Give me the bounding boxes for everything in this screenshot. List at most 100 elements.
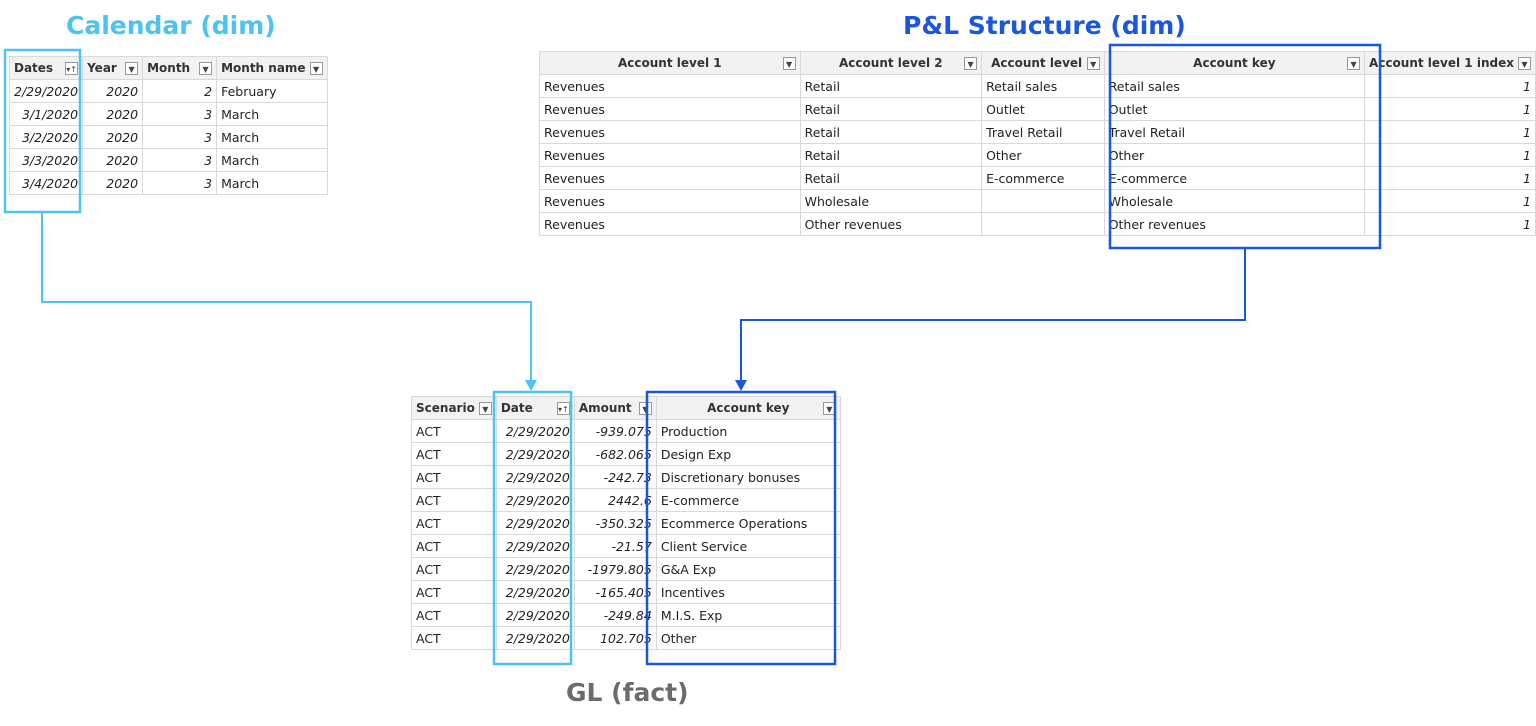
header-account-key[interactable]: Account key▼: [1103, 51, 1366, 75]
table-cell: Wholesale: [799, 189, 983, 213]
table-cell: 3: [142, 171, 218, 195]
filter-dropdown-icon[interactable]: ▼: [638, 401, 652, 415]
gl-table: Scenario▼ Date▾↑ Amount▼ Account key▼ AC…: [411, 396, 841, 650]
header-label: Account level 3: [991, 56, 1095, 70]
table-cell: Revenues: [539, 143, 801, 167]
table-cell: 2020: [82, 148, 144, 172]
table-cell: Discretionary bonuses: [655, 465, 841, 489]
table-cell: Production: [655, 419, 841, 443]
header-label: Month: [147, 61, 191, 75]
header-label: Account key: [707, 401, 790, 415]
table-cell: ACT: [411, 442, 497, 466]
calendar-to-gl-connector: [41, 212, 532, 380]
table-cell: 2020: [82, 102, 144, 126]
header-amount[interactable]: Amount▼: [573, 396, 657, 420]
filter-dropdown-icon[interactable]: ▼: [782, 56, 796, 70]
table-cell: February: [216, 79, 328, 103]
table-cell: Retail: [799, 74, 983, 98]
table-cell: ACT: [411, 465, 497, 489]
table-cell: ACT: [411, 557, 497, 581]
filter-dropdown-icon[interactable]: ▼: [125, 61, 139, 75]
table-cell: March: [216, 148, 328, 172]
table-cell: 2/29/2020: [495, 603, 575, 627]
header-label: Account level 2: [839, 56, 943, 70]
table-cell: 2/29/2020: [495, 511, 575, 535]
table-cell: Travel Retail: [981, 120, 1105, 144]
header-label: Month name: [221, 61, 306, 75]
table-cell: Incentives: [655, 580, 841, 604]
filter-dropdown-icon[interactable]: ▼: [822, 401, 836, 415]
header-label: Year: [87, 61, 117, 75]
table-cell: E-commerce: [1103, 166, 1366, 190]
filter-dropdown-icon[interactable]: ▼: [964, 56, 978, 70]
table-cell: ACT: [411, 511, 497, 535]
table-cell: ACT: [411, 419, 497, 443]
table-cell: Ecommerce Operations: [655, 511, 841, 535]
header-label: Date: [500, 401, 533, 415]
header-account-level-1[interactable]: Account level 1 ▼: [539, 51, 801, 75]
header-account-level-1-index[interactable]: Account level 1 index▼: [1364, 51, 1536, 75]
header-label: Scenario: [416, 401, 475, 415]
header-account-level-3[interactable]: Account level 3▼: [981, 51, 1105, 75]
table-cell: 2442.6: [573, 488, 657, 512]
table-cell: 2: [142, 79, 218, 103]
table-cell: 2020: [82, 79, 144, 103]
table-cell: Other revenues: [1103, 212, 1366, 236]
table-cell: 1: [1364, 97, 1536, 121]
table-cell: 3: [142, 125, 218, 149]
header-year[interactable]: Year ▼: [82, 56, 144, 80]
filter-dropdown-icon[interactable]: ▼: [1347, 56, 1361, 70]
header-label: Account level 1: [617, 56, 722, 70]
filter-dropdown-icon[interactable]: ▼: [478, 401, 492, 415]
table-cell: Outlet: [1103, 97, 1366, 121]
header-month-name[interactable]: Month name▼: [216, 56, 328, 80]
sort-ascending-icon[interactable]: ▾↑: [65, 61, 79, 75]
pl-to-gl-arrowhead: [735, 380, 747, 391]
table-cell: Revenues: [539, 74, 801, 98]
table-cell: Other revenues: [799, 212, 983, 236]
filter-dropdown-icon[interactable]: ▼: [1518, 56, 1531, 70]
table-cell: [981, 189, 1105, 213]
header-month[interactable]: Month ▼: [142, 56, 218, 80]
table-cell: -242.73: [573, 465, 657, 489]
filter-dropdown-icon[interactable]: ▼: [199, 61, 213, 75]
header-scenario[interactable]: Scenario▼: [411, 396, 497, 420]
table-cell: 3/2/2020: [8, 125, 84, 149]
table-cell: 2/29/2020: [495, 580, 575, 604]
header-date[interactable]: Date ▾↑: [495, 396, 575, 420]
header-account-key[interactable]: Account key ▼: [655, 396, 841, 420]
table-cell: Revenues: [539, 212, 801, 236]
header-dates[interactable]: Dates▾↑: [8, 56, 84, 80]
header-account-level-2[interactable]: Account level 2 ▼: [799, 51, 983, 75]
table-cell: Wholesale: [1103, 189, 1366, 213]
table-cell: 2/29/2020: [495, 419, 575, 443]
table-cell: 1: [1364, 74, 1536, 98]
filter-dropdown-icon[interactable]: ▼: [309, 61, 323, 75]
sort-ascending-icon[interactable]: ▾↑: [556, 401, 570, 415]
table-cell: 2/29/2020: [8, 79, 84, 103]
filter-dropdown-icon[interactable]: ▼: [1086, 56, 1100, 70]
table-cell: Retail sales: [981, 74, 1105, 98]
